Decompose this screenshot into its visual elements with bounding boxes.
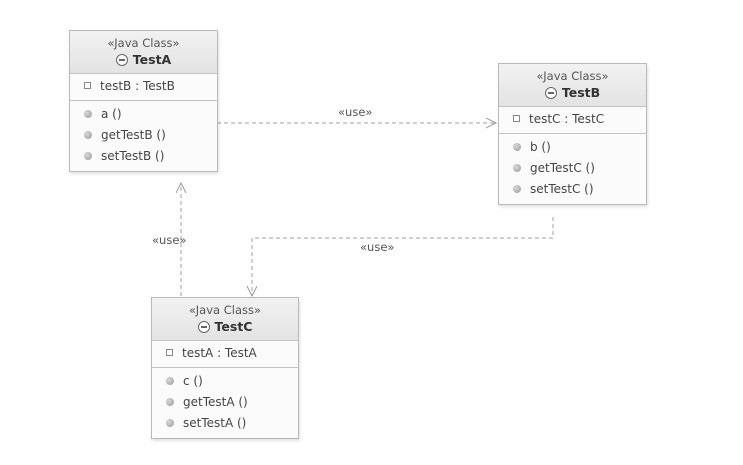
field-row[interactable]: testB : TestB	[70, 76, 217, 97]
method-row[interactable]: b ()	[499, 137, 646, 158]
method-label: getTestC ()	[530, 161, 595, 175]
field-label: testC : TestC	[529, 112, 605, 126]
field-row[interactable]: testA : TestA	[152, 343, 298, 364]
method-icon	[513, 185, 521, 193]
method-row[interactable]: setTestC ()	[499, 179, 646, 200]
method-label: getTestA ()	[183, 395, 248, 409]
class-name: TestC	[156, 318, 294, 335]
method-label: setTestA ()	[183, 416, 247, 430]
edge-b-to-c	[252, 217, 554, 296]
method-label: b ()	[530, 140, 551, 154]
method-row[interactable]: getTestC ()	[499, 158, 646, 179]
method-label: c ()	[183, 374, 203, 388]
class-name-text: TestA	[132, 52, 172, 67]
method-icon	[513, 164, 521, 172]
class-name: TestB	[503, 84, 642, 101]
method-label: setTestC ()	[530, 182, 594, 196]
method-row[interactable]: setTestA ()	[152, 413, 298, 434]
edge-label-a-to-b: «use»	[338, 105, 373, 119]
class-icon	[197, 321, 210, 333]
method-icon	[84, 152, 92, 160]
class-name-text: TestC	[214, 319, 253, 334]
method-icon	[84, 131, 92, 139]
method-row[interactable]: getTestB ()	[70, 125, 217, 146]
method-row[interactable]: c ()	[152, 371, 298, 392]
method-icon	[166, 419, 174, 427]
class-header: «Java Class» TestC	[152, 298, 298, 341]
methods-section: c () getTestA () setTestA ()	[152, 368, 298, 438]
edge-label-c-to-a: «use»	[152, 233, 187, 247]
method-row[interactable]: a ()	[70, 104, 217, 125]
stereotype: «Java Class»	[107, 36, 180, 50]
method-icon	[513, 143, 521, 151]
field-icon	[84, 82, 91, 89]
class-header: «Java Class» TestA	[70, 31, 217, 74]
method-row[interactable]: getTestA ()	[152, 392, 298, 413]
class-icon	[544, 87, 557, 99]
class-name: TestA	[74, 51, 213, 68]
method-icon	[166, 398, 174, 406]
stereotype: «Java Class»	[536, 69, 609, 83]
method-label: a ()	[101, 107, 122, 121]
method-icon	[166, 377, 174, 385]
field-label: testB : TestB	[100, 79, 175, 93]
class-header: «Java Class» TestB	[499, 64, 646, 107]
stereotype: «Java Class»	[188, 303, 262, 317]
fields-section: testC : TestC	[499, 107, 646, 134]
field-row[interactable]: testC : TestC	[499, 109, 646, 130]
class-testb[interactable]: «Java Class» TestB testC : TestC b () ge…	[498, 63, 647, 205]
methods-section: a () getTestB () setTestB ()	[70, 101, 217, 171]
edge-label-b-to-c: «use»	[360, 240, 395, 254]
class-testc[interactable]: «Java Class» TestC testA : TestA c () ge…	[151, 297, 299, 439]
fields-section: testA : TestA	[152, 341, 298, 368]
methods-section: b () getTestC () setTestC ()	[499, 134, 646, 204]
field-label: testA : TestA	[182, 346, 257, 360]
fields-section: testB : TestB	[70, 74, 217, 101]
class-icon	[115, 54, 128, 66]
class-name-text: TestB	[561, 85, 601, 100]
method-row[interactable]: setTestB ()	[70, 146, 217, 167]
method-label: getTestB ()	[101, 128, 166, 142]
method-icon	[84, 110, 92, 118]
class-testa[interactable]: «Java Class» TestA testB : TestB a () ge…	[69, 30, 218, 172]
method-label: setTestB ()	[101, 149, 165, 163]
field-icon	[166, 349, 173, 356]
field-icon	[513, 115, 520, 122]
